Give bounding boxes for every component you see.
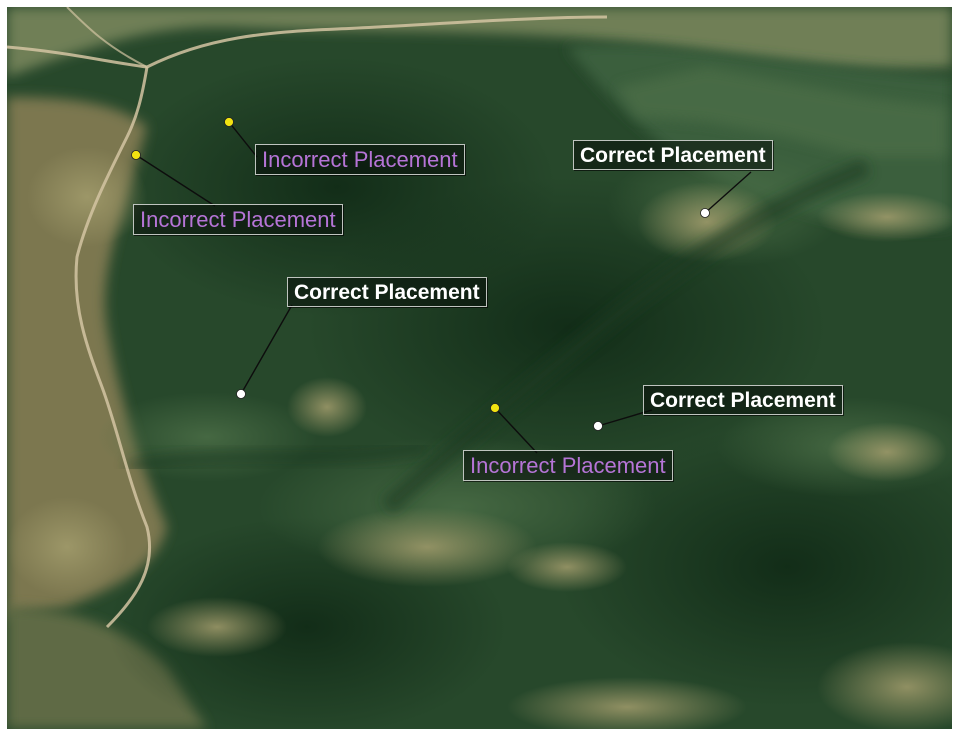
marker-incorrect-3[interactable] <box>490 403 500 413</box>
terrain-image <box>7 7 952 729</box>
leader-line-incorrect-1 <box>228 121 258 158</box>
leader-line-incorrect-2 <box>135 154 216 207</box>
marker-correct-1[interactable] <box>700 208 710 218</box>
marker-overlay <box>131 117 752 454</box>
label-correct-placement-1: Correct Placement <box>573 140 773 170</box>
marker-correct-2[interactable] <box>236 389 246 399</box>
label-incorrect-placement-2: Incorrect Placement <box>133 204 343 235</box>
marker-incorrect-2[interactable] <box>131 150 141 160</box>
leader-line-correct-2 <box>240 304 293 395</box>
label-correct-placement-3: Correct Placement <box>643 385 843 415</box>
marker-correct-3[interactable] <box>593 421 603 431</box>
satellite-map[interactable]: Incorrect Placement Incorrect Placement … <box>7 7 952 729</box>
leader-line-incorrect-3 <box>494 407 538 454</box>
label-incorrect-placement-1: Incorrect Placement <box>255 144 465 175</box>
marker-incorrect-1[interactable] <box>224 117 234 127</box>
label-correct-placement-2: Correct Placement <box>287 277 487 307</box>
label-incorrect-placement-3: Incorrect Placement <box>463 450 673 481</box>
leader-line-correct-1 <box>704 171 752 214</box>
